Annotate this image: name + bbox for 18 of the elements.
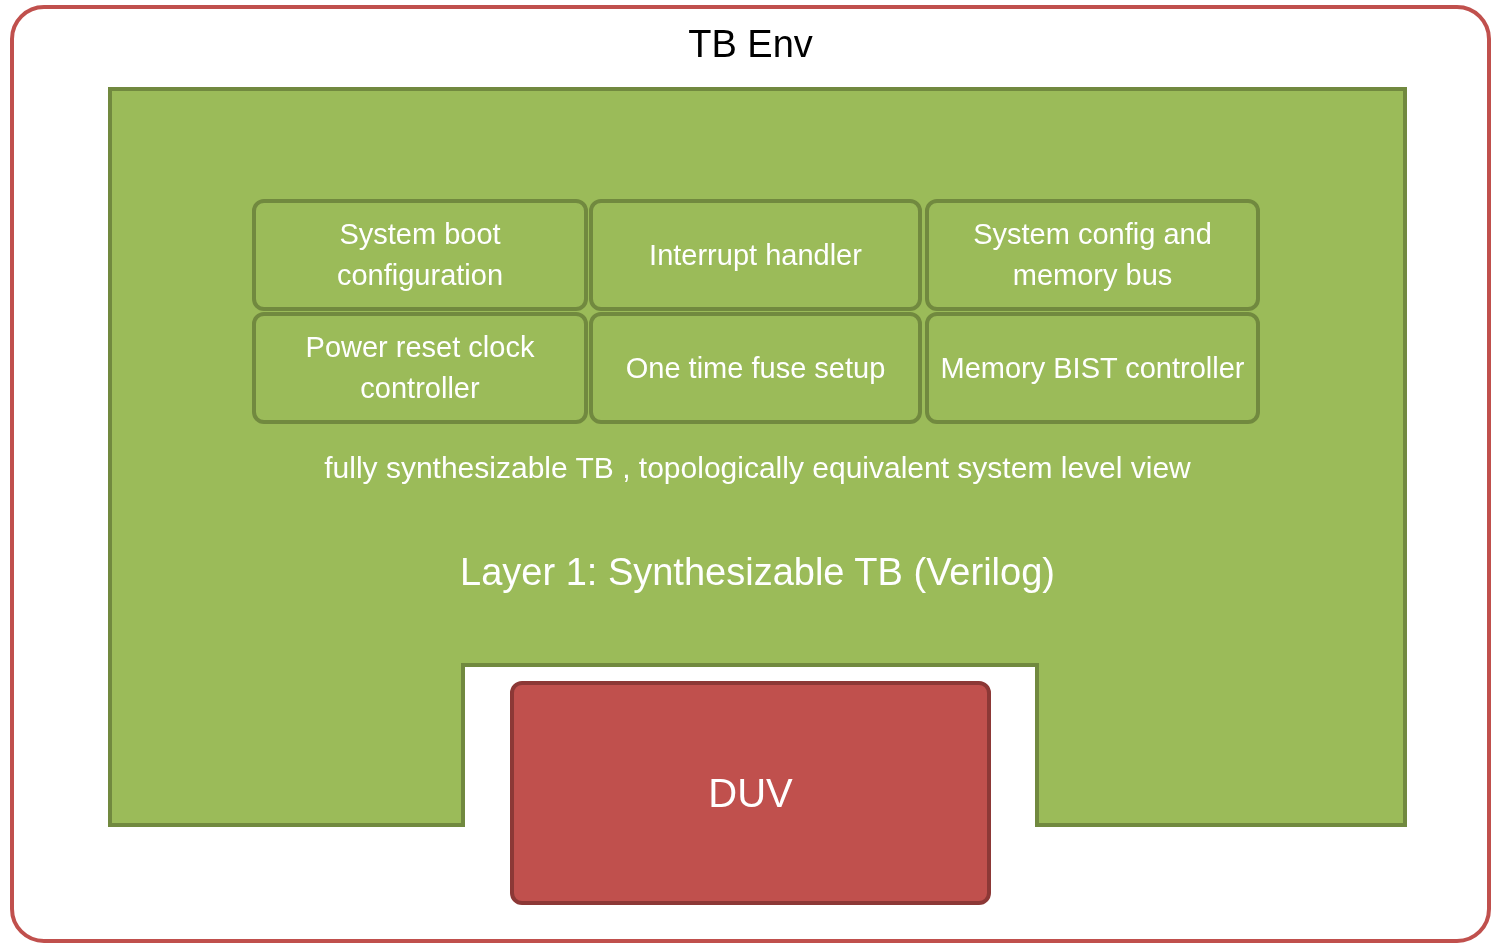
block-label: DUV [708,770,793,816]
module-label: Power reset clock controller [304,330,536,406]
frame-title: TB Env [687,23,814,66]
module-label: System config and memory bus [972,217,1213,293]
layer-description: fully synthesizable TB , topologically equivalent system level view [323,451,1192,485]
module-box [925,312,1260,424]
layer-title: Layer 1: Synthesizable TB (Verilog) [459,551,1056,594]
module-box [589,199,922,311]
module-box [252,312,588,424]
module-label: Interrupt handler [649,237,862,273]
module-box [589,312,922,424]
module-label: Memory BIST controller [940,350,1245,386]
module-box [925,199,1260,311]
module-label: System boot configuration [335,217,505,293]
module-label: One time fuse setup [625,350,886,386]
environment-frame [10,5,1491,943]
module-box [252,199,588,311]
device-block [510,681,991,905]
